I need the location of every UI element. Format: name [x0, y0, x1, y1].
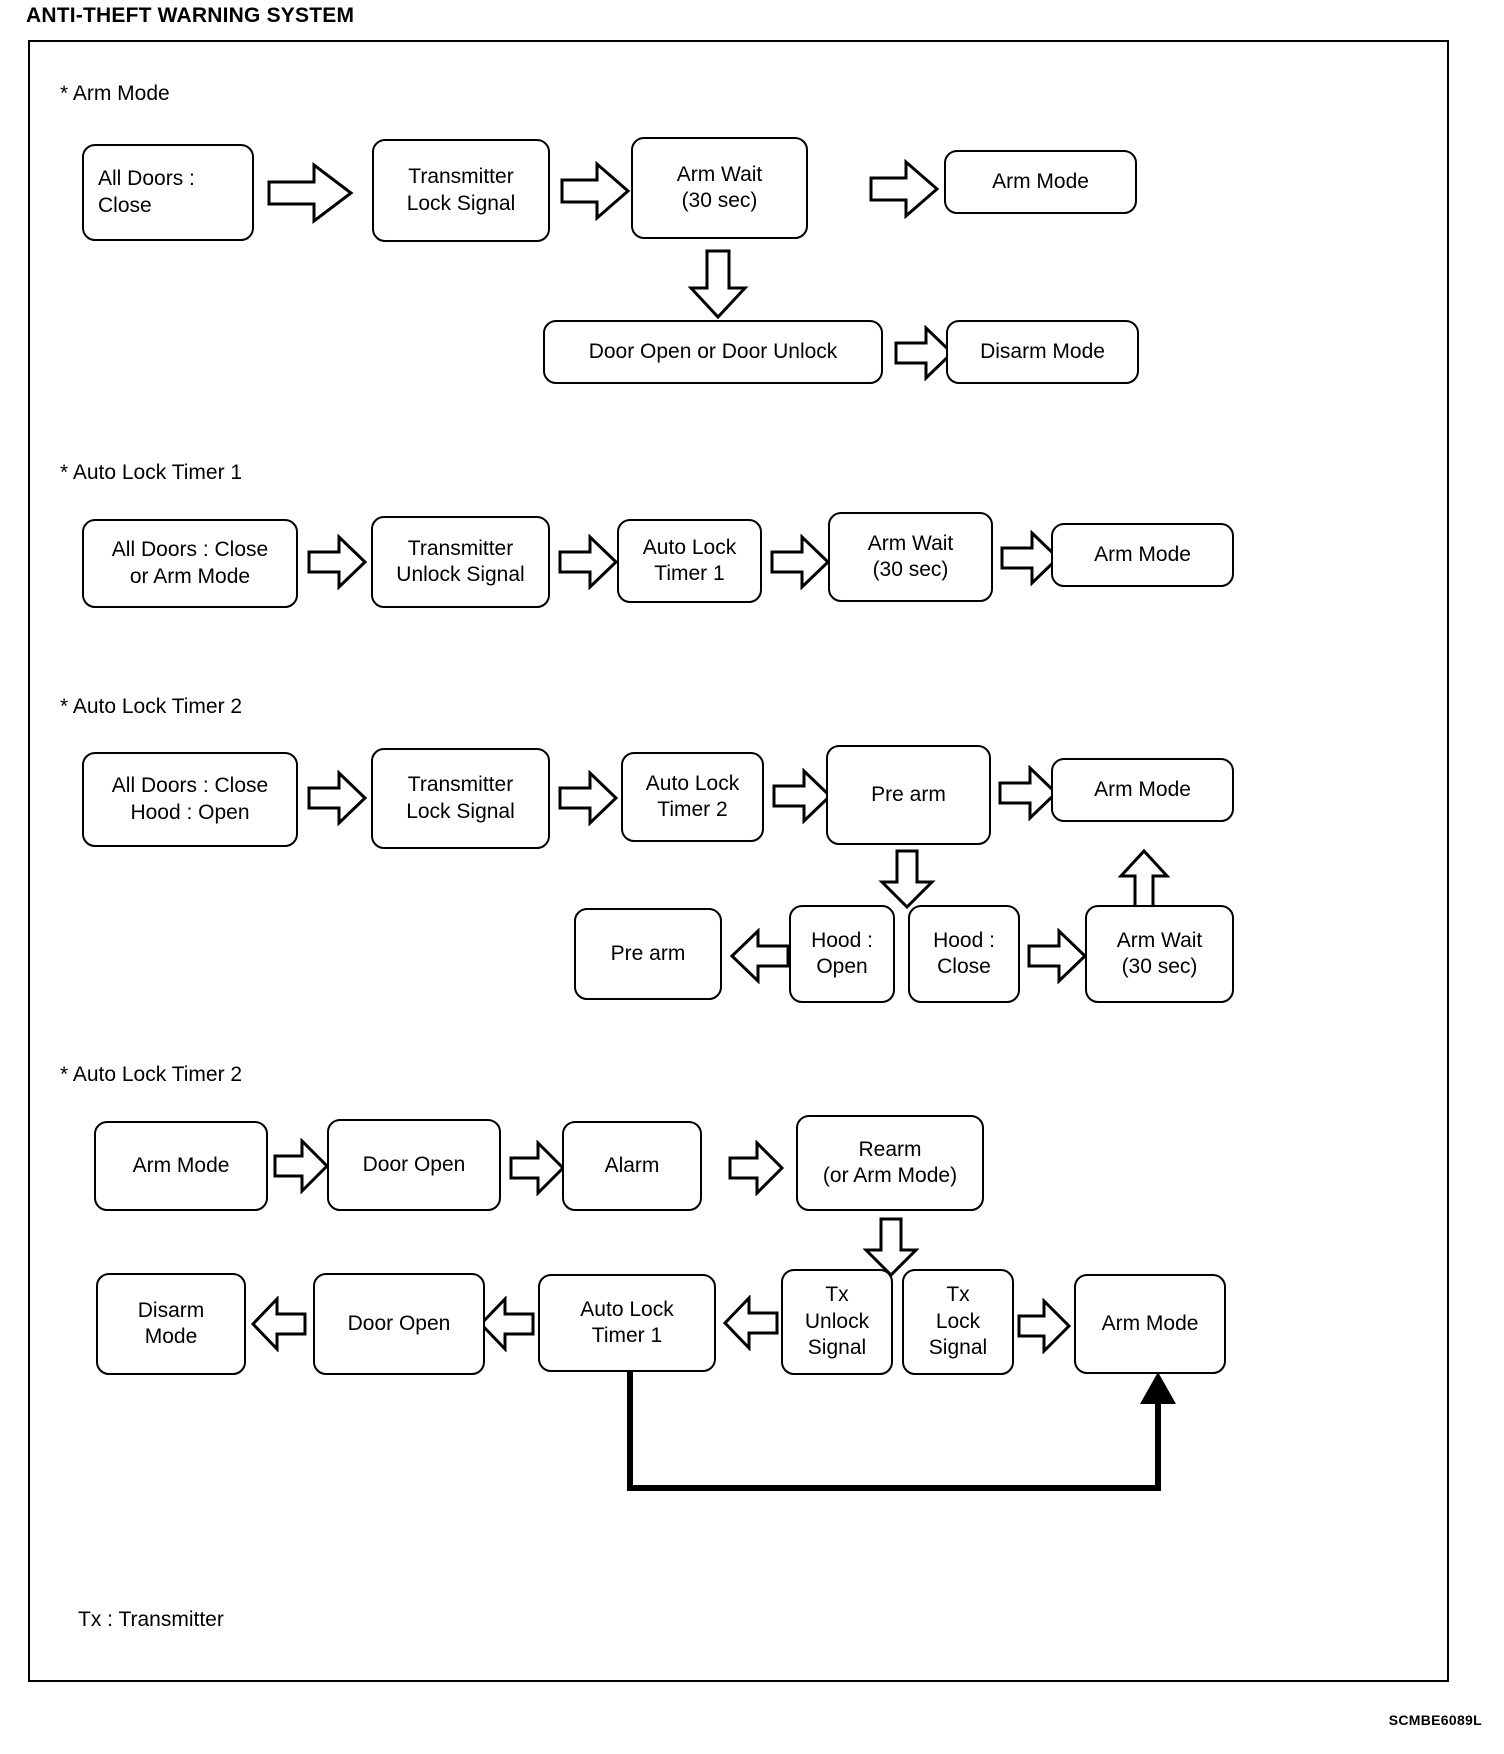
box-transmitter-lock-signal[interactable]: Transmitter Lock Signal	[371, 748, 550, 849]
box-auto-lock-timer-1[interactable]: Auto Lock Timer 1	[617, 519, 762, 603]
arrow-right-icon	[557, 770, 619, 826]
box-tx-unlock-signal[interactable]: Tx Unlock Signal	[781, 1269, 893, 1375]
feedback-line	[600, 1370, 1200, 1510]
box-tx-lock-signal[interactable]: Tx Lock Signal	[902, 1269, 1014, 1375]
page-title: ANTI-THEFT WARNING SYSTEM	[26, 4, 355, 27]
arrow-right-icon	[999, 530, 1061, 586]
figure-code: SCMBE6089L	[1388, 1712, 1482, 1728]
arrow-right-icon	[557, 534, 619, 590]
arrow-left-icon	[722, 1295, 780, 1351]
arrow-right-icon	[508, 1140, 566, 1196]
section-label-auto-lock-timer-2-alarm: * Auto Lock Timer 2	[60, 1063, 243, 1086]
box-hood-open[interactable]: Hood : Open	[789, 905, 895, 1003]
box-arm-wait-30sec[interactable]: Arm Wait (30 sec)	[631, 137, 808, 239]
arrow-right-icon	[272, 1138, 330, 1194]
footnote-tx-transmitter: Tx : Transmitter	[78, 1608, 224, 1631]
box-all-doors-close[interactable]: All Doors : Close	[82, 144, 254, 241]
box-arm-wait-30sec[interactable]: Arm Wait (30 sec)	[1085, 905, 1234, 1003]
arrow-right-icon	[769, 534, 831, 590]
arrow-right-icon	[868, 158, 940, 220]
box-rearm-or-arm-mode[interactable]: Rearm (or Arm Mode)	[796, 1115, 984, 1211]
box-arm-mode[interactable]: Arm Mode	[944, 150, 1137, 214]
box-door-open-or-door-unlock[interactable]: Door Open or Door Unlock	[543, 320, 883, 384]
box-arm-mode-final[interactable]: Arm Mode	[1074, 1274, 1226, 1374]
box-disarm-mode[interactable]: Disarm Mode	[946, 320, 1139, 384]
box-door-open[interactable]: Door Open	[327, 1119, 501, 1211]
arrow-right-icon	[1016, 1298, 1072, 1354]
box-auto-lock-timer-1[interactable]: Auto Lock Timer 1	[538, 1274, 716, 1372]
box-auto-lock-timer-2[interactable]: Auto Lock Timer 2	[621, 752, 764, 842]
section-label-arm-mode: * Arm Mode	[60, 82, 170, 105]
box-disarm-mode[interactable]: Disarm Mode	[96, 1273, 246, 1375]
arrow-right-icon	[559, 160, 631, 222]
box-arm-mode[interactable]: Arm Mode	[1051, 758, 1234, 822]
arrow-right-icon	[727, 1140, 785, 1196]
box-transmitter-unlock-signal[interactable]: Transmitter Unlock Signal	[371, 516, 550, 608]
box-arm-wait-30sec[interactable]: Arm Wait (30 sec)	[828, 512, 993, 602]
box-pre-arm[interactable]: Pre arm	[826, 745, 991, 845]
arrow-right-icon	[306, 770, 368, 826]
section-label-auto-lock-timer-1: * Auto Lock Timer 1	[60, 461, 243, 484]
box-pre-arm-return[interactable]: Pre arm	[574, 908, 722, 1000]
box-transmitter-lock-signal[interactable]: Transmitter Lock Signal	[372, 139, 550, 242]
arrow-right-icon	[266, 160, 354, 226]
arrow-down-icon	[687, 248, 749, 320]
box-hood-close[interactable]: Hood : Close	[908, 905, 1020, 1003]
box-arm-mode[interactable]: Arm Mode	[1051, 523, 1234, 587]
arrow-down-icon	[878, 848, 936, 910]
arrow-up-icon	[1118, 848, 1170, 910]
arrow-left-icon	[478, 1296, 536, 1352]
box-all-doors-close-or-arm-mode[interactable]: All Doors : Close or Arm Mode	[82, 519, 298, 608]
arrow-right-icon	[771, 768, 833, 824]
arrow-left-icon	[729, 928, 791, 984]
arrow-right-icon	[893, 325, 955, 381]
box-arm-mode[interactable]: Arm Mode	[94, 1121, 268, 1211]
box-door-open-2[interactable]: Door Open	[313, 1273, 485, 1375]
arrow-right-icon	[1026, 928, 1088, 984]
arrow-right-icon	[306, 534, 368, 590]
diagram-frame	[28, 40, 1449, 1682]
section-label-auto-lock-timer-2: * Auto Lock Timer 2	[60, 695, 243, 718]
arrow-left-icon	[250, 1296, 308, 1352]
arrow-right-icon	[997, 765, 1059, 821]
box-all-doors-close-hood-open[interactable]: All Doors : Close Hood : Open	[82, 752, 298, 847]
arrow-down-icon	[863, 1216, 919, 1278]
box-alarm[interactable]: Alarm	[562, 1121, 702, 1211]
